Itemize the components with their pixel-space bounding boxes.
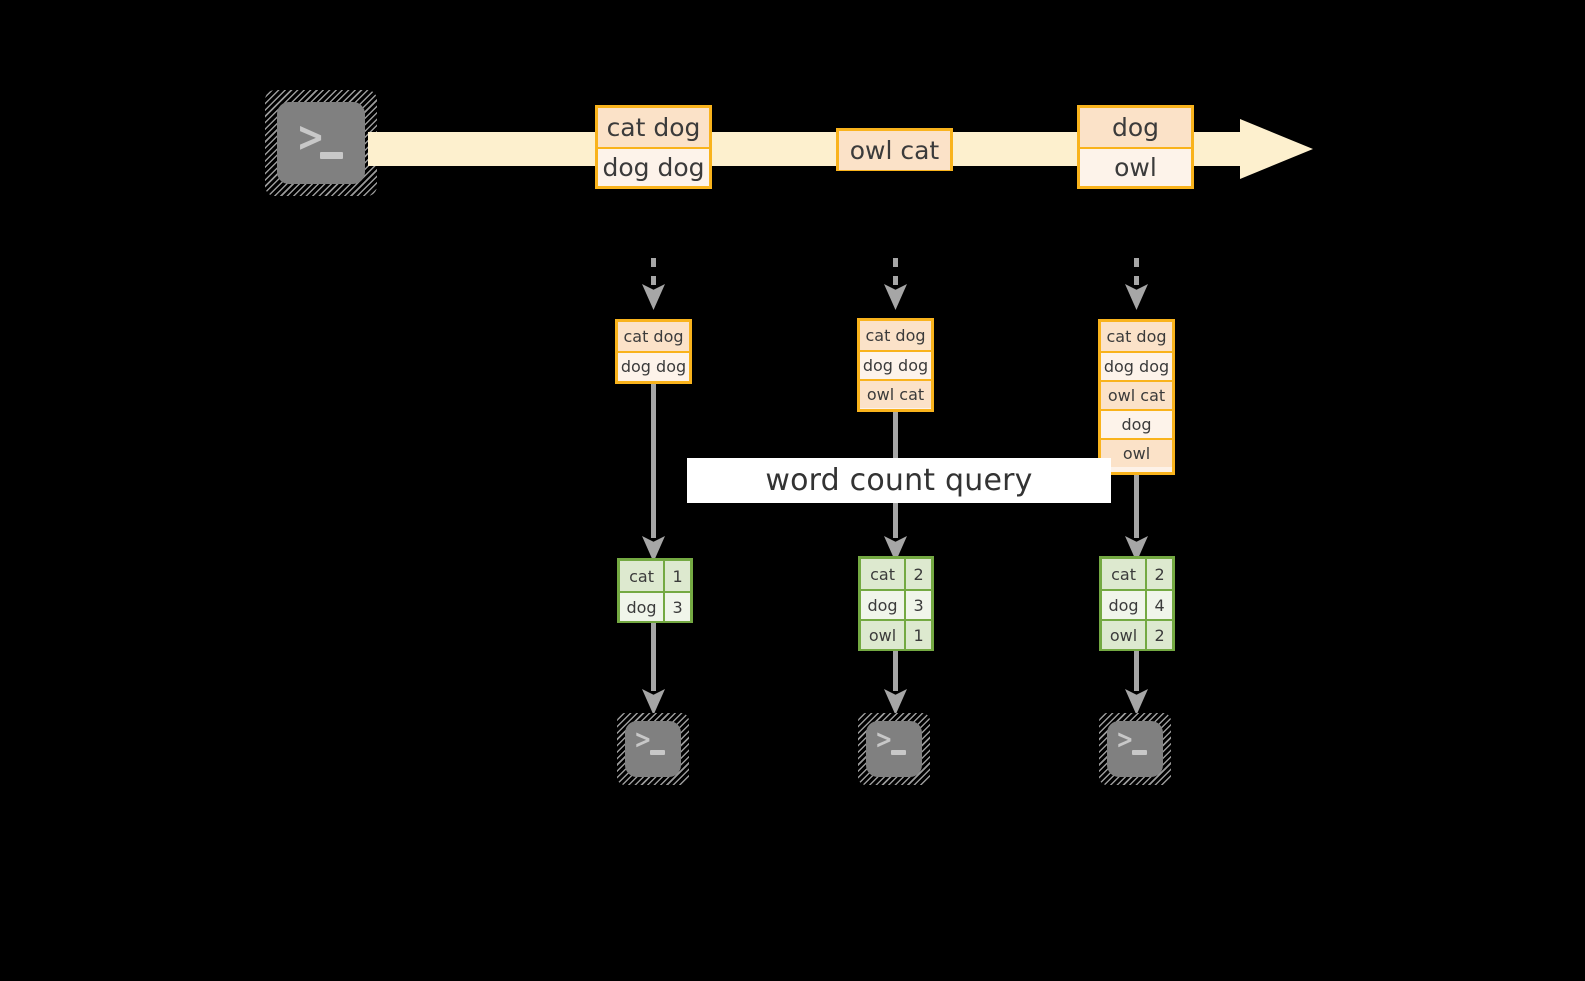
source-terminal-icon: > bbox=[265, 90, 377, 196]
table-row: cat 1 bbox=[620, 561, 690, 591]
table-row: owl 1 bbox=[861, 619, 931, 649]
table-row: cat dog bbox=[860, 321, 931, 350]
result-count: 3 bbox=[904, 591, 931, 619]
prompt-cursor-glyph bbox=[891, 750, 906, 755]
record-cell: dog dog bbox=[598, 147, 709, 186]
connector-line bbox=[893, 258, 898, 286]
result-word: cat bbox=[629, 566, 654, 586]
input-table-column-2: cat dog dog dog owl cat bbox=[857, 318, 934, 412]
stream-record-batch-1: cat dog dog dog bbox=[595, 105, 712, 189]
result-count: 4 bbox=[1145, 591, 1172, 619]
result-word: owl bbox=[1109, 625, 1138, 645]
connector-arrowhead bbox=[1125, 284, 1148, 310]
query-banner-label: word count query bbox=[765, 463, 1033, 498]
result-count: 2 bbox=[904, 559, 931, 589]
result-table-column-3: cat 2 dog 4 owl 2 bbox=[1099, 556, 1175, 651]
connector-line bbox=[651, 384, 656, 538]
sink-terminal-icon-2: > bbox=[858, 713, 930, 785]
table-row: dog 3 bbox=[620, 591, 690, 621]
prompt-chevron-glyph: > bbox=[1116, 725, 1134, 755]
terminal-face bbox=[1107, 721, 1163, 777]
input-table-column-1: cat dog dog dog bbox=[615, 319, 692, 384]
result-count: 3 bbox=[663, 593, 690, 621]
connector-arrowhead bbox=[642, 284, 665, 310]
record-cell: dog bbox=[1080, 108, 1191, 147]
table-row: cat 2 bbox=[1102, 559, 1172, 589]
record-cell: owl bbox=[1080, 147, 1191, 186]
connector-arrowhead bbox=[884, 284, 907, 310]
prompt-chevron-glyph: > bbox=[296, 112, 325, 161]
result-count: 2 bbox=[1145, 559, 1172, 589]
prompt-cursor-glyph bbox=[650, 750, 665, 755]
connector-arrowhead bbox=[642, 689, 665, 715]
table-row: owl 2 bbox=[1102, 619, 1172, 649]
stream-arrow-head bbox=[1240, 119, 1313, 179]
table-row: dog 4 bbox=[1102, 589, 1172, 619]
result-word: owl bbox=[868, 625, 897, 645]
table-row: dog bbox=[1101, 409, 1172, 438]
prompt-cursor-glyph bbox=[1132, 750, 1147, 755]
stream-record-batch-3: dog owl bbox=[1077, 105, 1194, 189]
table-row: owl cat bbox=[860, 379, 931, 408]
connector-line bbox=[1134, 475, 1139, 538]
sink-terminal-icon-1: > bbox=[617, 713, 689, 785]
connector-line bbox=[893, 651, 898, 691]
record-cell: owl cat bbox=[839, 131, 950, 170]
result-count: 1 bbox=[663, 561, 690, 591]
connector-line bbox=[1134, 651, 1139, 691]
table-row: dog 3 bbox=[861, 589, 931, 619]
record-cell: cat dog bbox=[598, 108, 709, 147]
result-count: 1 bbox=[904, 621, 931, 649]
result-word: cat bbox=[870, 564, 895, 584]
result-word: cat bbox=[1111, 564, 1136, 584]
table-row: owl bbox=[1101, 438, 1172, 467]
result-word: dog bbox=[867, 595, 898, 615]
result-table-column-1: cat 1 dog 3 bbox=[617, 558, 693, 623]
sink-terminal-icon-3: > bbox=[1099, 713, 1171, 785]
table-row: cat dog bbox=[618, 322, 689, 351]
prompt-chevron-glyph: > bbox=[875, 725, 893, 755]
terminal-face bbox=[625, 721, 681, 777]
table-row: owl cat bbox=[1101, 380, 1172, 409]
table-row: dog dog bbox=[618, 351, 689, 380]
query-banner: word count query bbox=[687, 458, 1111, 503]
table-row: dog dog bbox=[860, 350, 931, 379]
result-word: dog bbox=[626, 597, 657, 617]
connector-arrowhead bbox=[1125, 689, 1148, 715]
result-word: dog bbox=[1108, 595, 1139, 615]
table-row: cat 2 bbox=[861, 559, 931, 589]
table-row: cat dog bbox=[1101, 322, 1172, 351]
prompt-cursor-glyph bbox=[320, 152, 343, 159]
input-table-column-3: cat dog dog dog owl cat dog owl bbox=[1098, 319, 1175, 475]
connector-arrowhead bbox=[884, 689, 907, 715]
connector-line bbox=[651, 258, 656, 286]
connector-line bbox=[651, 623, 656, 691]
prompt-chevron-glyph: > bbox=[634, 725, 652, 755]
stream-record-batch-2: owl cat bbox=[836, 128, 953, 171]
terminal-face bbox=[277, 102, 365, 184]
result-count: 2 bbox=[1145, 621, 1172, 649]
connector-line bbox=[1134, 258, 1139, 286]
table-row: dog dog bbox=[1101, 351, 1172, 380]
result-table-column-2: cat 2 dog 3 owl 1 bbox=[858, 556, 934, 651]
terminal-face bbox=[866, 721, 922, 777]
